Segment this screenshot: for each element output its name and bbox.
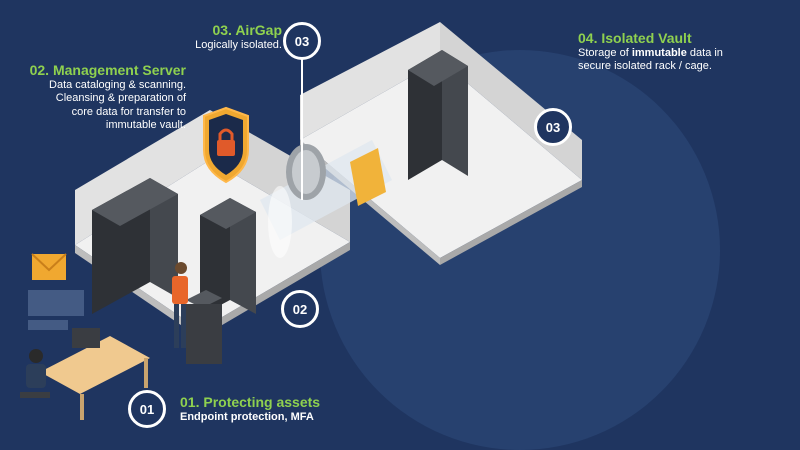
vault-desc-suffix: data in xyxy=(686,47,723,60)
airgap-description: Logically isolated. xyxy=(195,39,282,52)
protecting-assets-label: 01. Protecting assets Endpoint protectio… xyxy=(180,394,380,424)
airgap-tunnel xyxy=(260,140,392,258)
email-envelope-icon xyxy=(31,253,67,280)
vault-room-front-right-wall xyxy=(440,180,582,265)
management-server-desc-line-2: Cleansing & preparation of xyxy=(55,92,186,105)
shield-lock-icon xyxy=(203,106,249,184)
management-server-racks xyxy=(92,178,256,316)
management-server-desc-line-4: immutable vault. xyxy=(105,119,186,132)
management-server-desc-line-1: Data cataloging & scanning. xyxy=(49,79,186,92)
step-badge-vault: 03 xyxy=(534,108,572,146)
vault-room-back-left-wall xyxy=(300,22,440,140)
management-server-title: 02. Management Server xyxy=(29,62,186,78)
airgap-title: 03. AirGap xyxy=(212,22,282,38)
protecting-assets-title: 01. Protecting assets xyxy=(180,394,321,410)
vault-desc-bold: immutable xyxy=(631,47,687,60)
vault-desc-prefix: Storage of xyxy=(578,47,632,60)
isolated-vault-title: 04. Isolated Vault xyxy=(578,30,692,46)
computer-monitor xyxy=(72,328,100,348)
floating-ui-panels xyxy=(28,290,84,330)
vault-server-rack xyxy=(408,50,468,180)
airgap-label: 03. AirGap Logically isolated. xyxy=(178,22,282,52)
isolated-vault-desc-line-1: Storage of immutable data in xyxy=(578,47,788,60)
management-room-front-right-wall xyxy=(200,242,350,338)
management-server-label: 02. Management Server Data cataloging & … xyxy=(20,62,186,133)
management-server-desc-line-3: core data for transfer to xyxy=(71,105,186,118)
isolated-vault-desc-line-2: secure isolated rack / cage. xyxy=(578,60,712,73)
technician-figure xyxy=(172,262,188,348)
isolated-vault-label: 04. Isolated Vault Storage of immutable … xyxy=(578,30,788,74)
step-badge-airgap: 03 xyxy=(283,22,321,60)
user-figure xyxy=(20,349,50,398)
office-desk xyxy=(40,328,150,420)
step-badge-management: 02 xyxy=(281,290,319,328)
data-folder-icon xyxy=(350,148,386,206)
step-badge-protect: 01 xyxy=(128,390,166,428)
protecting-assets-description: Endpoint protection, MFA xyxy=(180,411,314,424)
server-cart xyxy=(186,290,222,364)
